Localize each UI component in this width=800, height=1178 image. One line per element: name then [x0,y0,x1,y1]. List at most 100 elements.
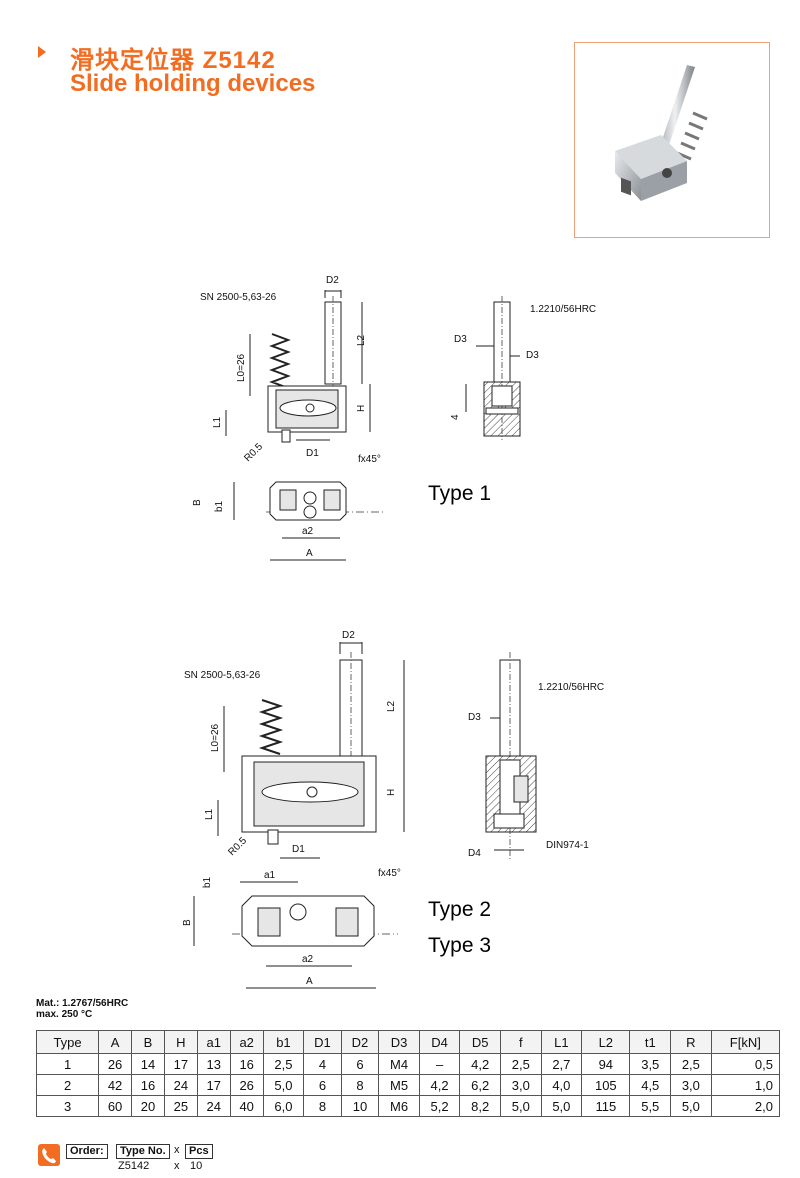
table-cell: 60 [98,1095,133,1117]
din-label: DIN974-1 [546,840,589,851]
type1-label: Type 1 [428,482,491,505]
type23-front-view: D2 L2 H L0=26 L1 R0.5 D1 SN 2500-5,63-26 [184,630,405,859]
table-cell: 17 [163,1053,198,1075]
dim-l1-t1: L1 [212,416,223,428]
table-cell: 20 [131,1095,165,1117]
column-header: a1 [196,1030,231,1054]
table-cell: M6 [378,1095,420,1117]
table-cell: 10 [340,1095,380,1117]
type23-top-view: a1 b1 B a2 A fx45° [182,868,401,989]
table-cell: 4,2 [459,1053,501,1075]
table-cell: 13 [196,1053,231,1075]
table-cell: 2 [35,1074,100,1096]
table-cell: 3 [35,1095,100,1117]
dim-l0-t1: L0=26 [236,353,247,382]
dim-d3-left: D3 [454,334,467,345]
column-header: R [670,1030,712,1054]
table-cell: 3,0 [499,1074,542,1096]
table-cell: 5,2 [418,1095,461,1117]
table-cell: 5,0 [670,1095,712,1117]
column-header: D4 [418,1030,461,1054]
table-cell: 5,0 [499,1095,542,1117]
table-cell: M4 [378,1053,420,1075]
table-cell: M5 [378,1074,420,1096]
dim-l2-t23: L2 [386,700,397,712]
table-cell: 24 [196,1095,231,1117]
type23-side-view: 1.2210/56HRC D3 D4 DIN974-1 [468,652,604,860]
type1-top-view: B b1 a2 A [192,481,384,561]
table-cell: 6,0 [262,1095,305,1117]
column-header: A [98,1030,133,1054]
table-cell: 94 [581,1053,631,1075]
table-cell: 42 [98,1074,133,1096]
dim-4: 4 [450,414,461,420]
column-header: D3 [378,1030,420,1054]
dim-d2-t1: D2 [326,275,339,286]
table-cell: 2,5 [499,1053,542,1075]
technical-drawing: D2 L2 H L0=26 L1 R0.5 D1 fx45° SN 2500-5… [182,275,604,989]
page-title-en: Slide holding devices [70,70,316,97]
table-cell: 6 [340,1053,380,1075]
dim-f-t23: fx45° [378,868,401,879]
dim-a2-t1: a2 [302,526,314,537]
dim-d1-t1: D1 [306,448,319,459]
column-header: D5 [459,1030,501,1054]
hardness-label-t23: 1.2210/56HRC [538,682,604,693]
dim-l2-t1: L2 [356,334,367,346]
dim-h-t1: H [356,405,367,412]
column-header: Type [35,1030,100,1054]
material-note: Mat.: 1.2767/56HRC max. 250 °C [36,998,128,1020]
column-header: D1 [303,1030,342,1054]
dim-a-t1: A [306,548,313,559]
table-cell: 8,2 [459,1095,501,1117]
title-bullet-icon [38,46,46,58]
column-header: B [131,1030,165,1054]
table-cell: 0,5 [710,1053,781,1075]
table-cell: 26 [229,1074,264,1096]
order-times-label: x [174,1144,180,1156]
dim-f-t1: fx45° [358,454,381,465]
dim-d3-right: D3 [526,350,539,361]
table-cell: 24 [163,1074,198,1096]
type1-side-view: 1.2210/56HRC D3 D3 4 [450,296,596,440]
table-cell: – [418,1053,461,1075]
hardness-label-t1: 1.2210/56HRC [530,304,596,315]
slide-holder-image [615,65,708,201]
table-cell: 5,0 [262,1074,305,1096]
dim-d1-t23: D1 [292,844,305,855]
table-cell: 1,0 [710,1074,781,1096]
column-header: t1 [629,1030,672,1054]
table-cell: 8 [303,1095,342,1117]
phone-order-icon [38,1144,60,1166]
table-cell: 1 [35,1053,100,1075]
table-cell: 3,0 [670,1074,712,1096]
column-header: a2 [229,1030,264,1054]
column-header: H [163,1030,198,1054]
product-photo [574,42,770,238]
column-header: L1 [540,1030,583,1054]
dim-d3-t23: D3 [468,712,481,723]
dim-d4-t23: D4 [468,848,481,859]
table-cell: 6,2 [459,1074,501,1096]
table-cell: 6 [303,1074,342,1096]
dim-h-t23: H [386,789,397,796]
table-cell: 105 [581,1074,631,1096]
table-cell: 3,5 [629,1053,672,1075]
table-cell: 40 [229,1095,264,1117]
table-cell: 4,0 [540,1074,583,1096]
type2-label: Type 2 [428,898,491,921]
type3-label: Type 3 [428,934,491,957]
dim-r-t1: R0.5 [242,441,265,464]
order-pcs-value: 10 [190,1160,203,1172]
table-cell: 2,5 [262,1053,305,1075]
dim-b1-t1: b1 [214,500,225,512]
table-cell: 115 [581,1095,631,1117]
dim-a1-t23: a1 [264,870,276,881]
dim-b-t23: B [182,919,193,926]
order-type-value: Z5142 [118,1160,150,1172]
table-cell: 4 [303,1053,342,1075]
